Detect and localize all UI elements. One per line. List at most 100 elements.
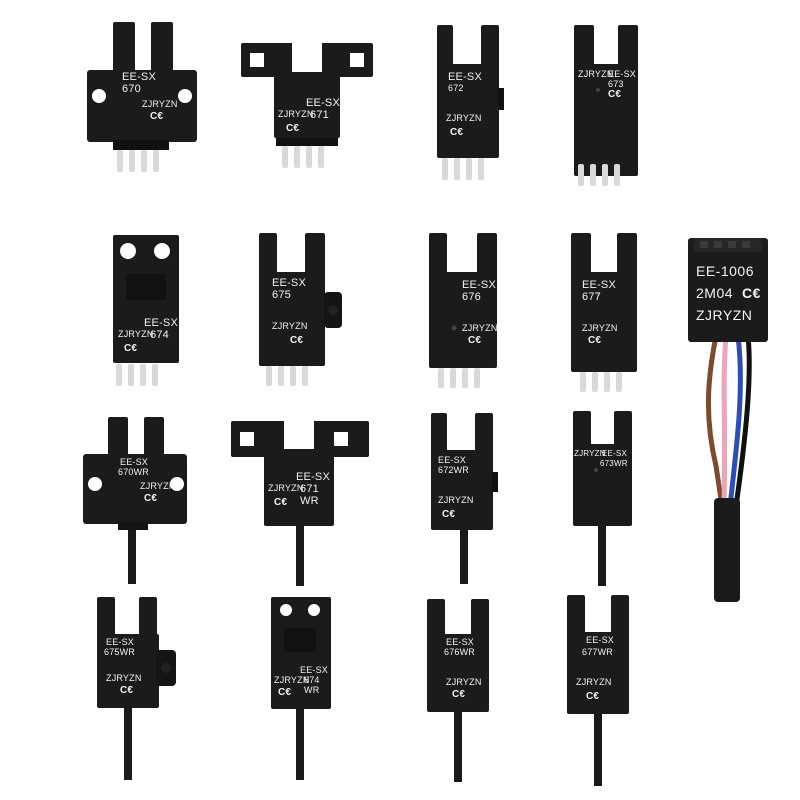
brand-label: ZJRYZN	[696, 307, 753, 323]
ce-mark: C€	[144, 493, 158, 504]
model-code: 670WR	[118, 467, 150, 477]
model-code: 671	[310, 109, 329, 121]
ce-mark: C€	[452, 689, 466, 700]
model-suffix: WR	[304, 685, 320, 695]
ce-mark: C€	[278, 687, 292, 698]
ce-mark: C€	[742, 285, 761, 301]
model-code: 673	[608, 79, 624, 89]
connector-model: EE-1006	[696, 263, 754, 279]
ce-mark: C€	[586, 691, 600, 702]
series-label: EE-SX	[608, 69, 637, 79]
model-code: 670	[122, 83, 141, 95]
sensor-672wr: EE-SX 672WR ZJRYZN C€	[430, 412, 500, 584]
sensor-674-body	[113, 235, 179, 386]
series-label: EE-SX	[448, 71, 483, 83]
model-code: 677WR	[582, 647, 614, 657]
brand-label: ZJRYZN	[140, 481, 176, 491]
series-label: EE-SX	[438, 455, 467, 465]
sensor-677-body	[571, 233, 637, 392]
sensor-675-body	[259, 233, 342, 386]
brand-label: ZJRYZN	[578, 69, 614, 79]
model-code: 676	[462, 291, 481, 303]
series-label: EE-SX	[300, 665, 329, 675]
ce-mark: C€	[124, 343, 138, 354]
brand-label: ZJRYZN	[462, 323, 498, 333]
sensor-671wr-body	[231, 421, 369, 586]
connector-ee-1006: EE-1006 2M04 C€ ZJRYZN	[686, 236, 770, 602]
series-label: EE-SX	[602, 449, 628, 458]
sensor-677wr: EE-SX 677WR ZJRYZN C€	[566, 594, 632, 786]
series-label: EE-SX	[582, 279, 617, 291]
model-code: 675WR	[104, 647, 136, 657]
sensor-670wr-body	[83, 417, 187, 584]
brand-label: ZJRYZN	[576, 677, 612, 687]
sensor-671: EE-SX ZJRYZN 671 C€	[240, 42, 374, 172]
model-code: 677	[582, 291, 601, 303]
ce-mark: C€	[588, 335, 602, 346]
sensor-672-body	[437, 25, 504, 180]
sensor-673wr-body	[573, 411, 632, 586]
ce-mark: C€	[608, 89, 622, 100]
series-label: EE-SX	[306, 97, 341, 109]
sensor-671-body	[241, 43, 373, 168]
ce-mark: C€	[120, 685, 134, 696]
series-label: EE-SX	[462, 279, 497, 291]
ce-mark: C€	[468, 335, 482, 346]
series-label: EE-SX	[446, 637, 475, 647]
model-code: 674	[304, 675, 320, 685]
brand-label: ZJRYZN	[272, 321, 308, 331]
brand-label: ZJRYZN	[142, 99, 178, 109]
model-suffix: WR	[300, 495, 319, 507]
sensor-675wr: EE-SX 675WR ZJRYZN C€	[96, 596, 182, 780]
series-label: EE-SX	[586, 635, 615, 645]
ce-mark: C€	[450, 127, 464, 138]
sensor-671wr: EE-SX ZJRYZN 671 WR C€	[230, 420, 370, 586]
sensor-674wr-body	[271, 597, 331, 780]
series-label: EE-SX	[144, 317, 179, 329]
brand-label: ZJRYZN	[274, 675, 310, 685]
model-code: 672WR	[438, 465, 470, 475]
sensor-674: EE-SX ZJRYZN 674 C€	[112, 234, 182, 394]
series-label: EE-SX	[122, 71, 157, 83]
sensor-673wr: ZJRYZN EE-SX 673WR	[572, 410, 636, 586]
sensor-676wr-body	[427, 599, 489, 782]
connector-body	[688, 238, 768, 602]
brand-label: ZJRYZN	[446, 113, 482, 123]
series-label: EE-SX	[296, 471, 331, 483]
sensor-677: EE-SX 677 ZJRYZN C€	[570, 232, 642, 398]
sensor-670: EE-SX 670 ZJRYZN C€	[86, 20, 198, 178]
brand-label: ZJRYZN	[106, 673, 142, 683]
model-code: 673WR	[600, 459, 628, 468]
sensor-670-body	[87, 22, 197, 172]
sensor-677wr-body	[567, 595, 629, 786]
ce-mark: C€	[274, 497, 288, 508]
ce-mark: C€	[286, 123, 300, 134]
model-code: 675	[272, 289, 291, 301]
sensor-673-body	[574, 25, 638, 186]
sensor-676wr: EE-SX 676WR ZJRYZN C€	[426, 598, 492, 782]
sensor-676-body	[429, 233, 497, 388]
sensor-672wr-body	[431, 413, 498, 584]
connector-code: 2M04	[696, 285, 734, 301]
model-code: 671	[300, 483, 319, 495]
sensor-672: EE-SX 672 ZJRYZN C€	[436, 24, 506, 184]
sensor-673: ZJRYZN EE-SX 673 C€	[572, 24, 642, 190]
sensor-670wr: EE-SX 670WR ZJRYZN C€	[82, 416, 190, 584]
sensor-675wr-body	[97, 597, 176, 780]
brand-label: ZJRYZN	[438, 495, 474, 505]
brand-label: ZJRYZN	[574, 449, 606, 458]
model-code: 672	[448, 83, 464, 93]
brand-label: ZJRYZN	[118, 329, 154, 339]
series-label: EE-SX	[272, 277, 307, 289]
ce-mark: C€	[442, 509, 456, 520]
series-label: EE-SX	[106, 637, 135, 647]
sensor-675: EE-SX 675 ZJRYZN C€	[258, 232, 348, 392]
sensor-676: EE-SX 676 ZJRYZN C€	[428, 232, 500, 392]
brand-label: ZJRYZN	[278, 109, 314, 119]
brand-label: ZJRYZN	[268, 483, 304, 493]
sensor-674wr: EE-SX ZJRYZN 674 WR C€	[270, 596, 334, 780]
series-label: EE-SX	[120, 457, 149, 467]
model-code: 676WR	[444, 647, 476, 657]
ce-mark: C€	[290, 335, 304, 346]
